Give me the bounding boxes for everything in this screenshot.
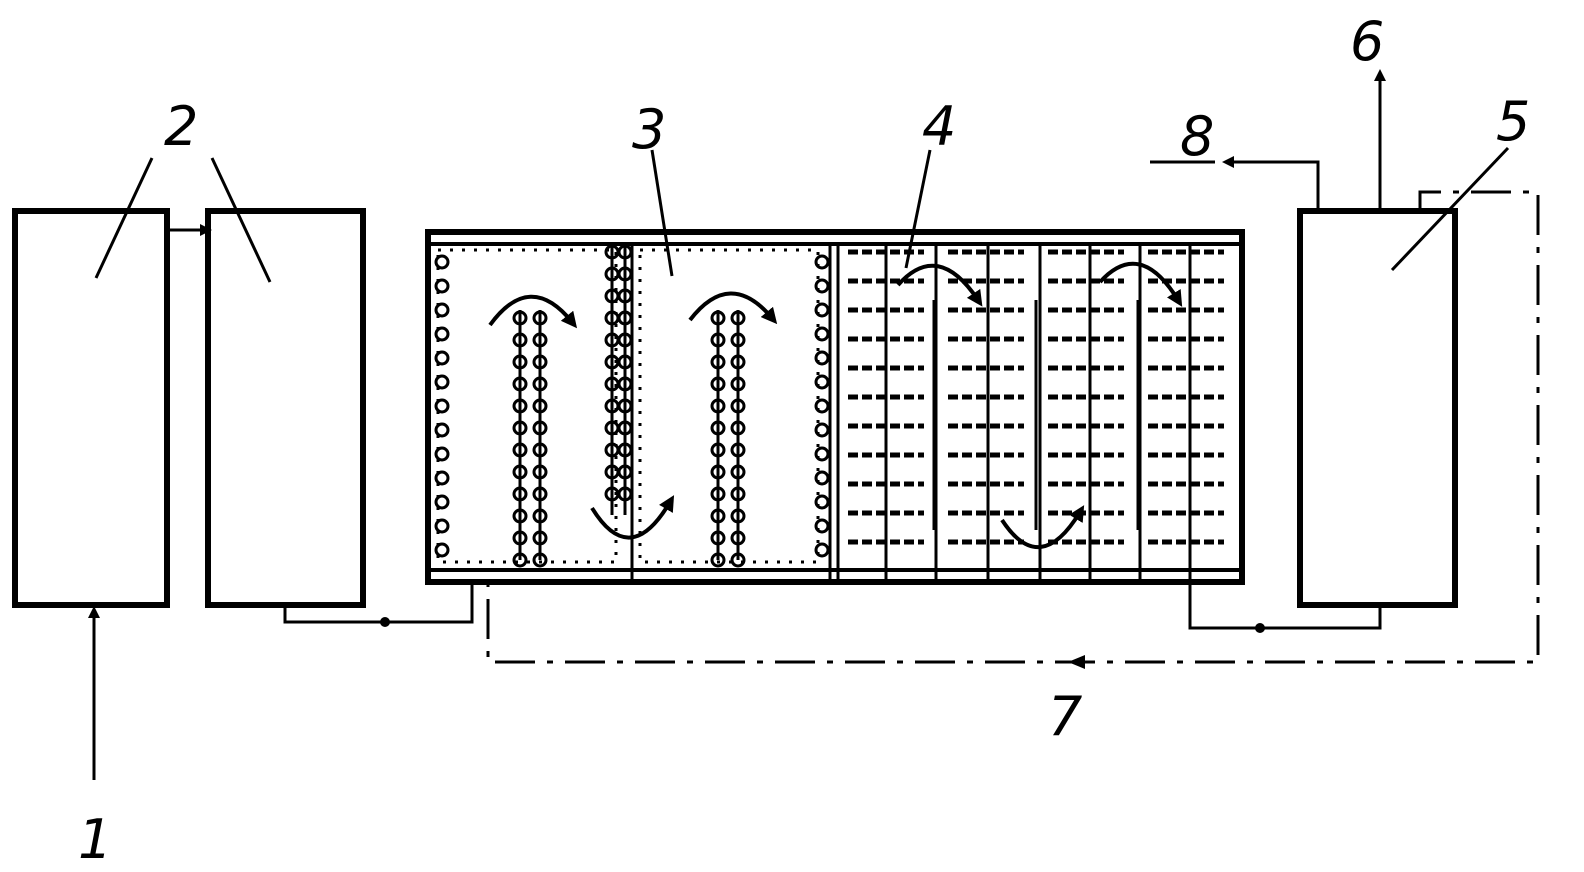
return-line-7 — [486, 190, 1540, 669]
pipe-reactor-to-tank5 — [1188, 582, 1382, 633]
label-5: 5 — [1496, 90, 1530, 153]
reactor-3-4 — [425, 229, 1245, 585]
label-7: 7 — [1048, 685, 1082, 748]
leader-lines — [94, 146, 1510, 283]
tank-5 — [1297, 208, 1458, 608]
label-2: 2 — [164, 95, 198, 158]
label-6: 6 — [1350, 10, 1384, 73]
pipe-tank2-to-reactor — [283, 582, 474, 627]
reactor-section-3 — [434, 244, 832, 582]
label-4: 4 — [922, 95, 956, 158]
tank-1 — [12, 208, 170, 608]
reactor-section-4 — [836, 244, 1224, 582]
label-8: 8 — [1180, 105, 1214, 168]
outlet-8-arrow — [1150, 156, 1320, 211]
label-3: 3 — [632, 98, 666, 161]
tank-2 — [205, 208, 366, 608]
label-1: 1 — [78, 808, 112, 871]
